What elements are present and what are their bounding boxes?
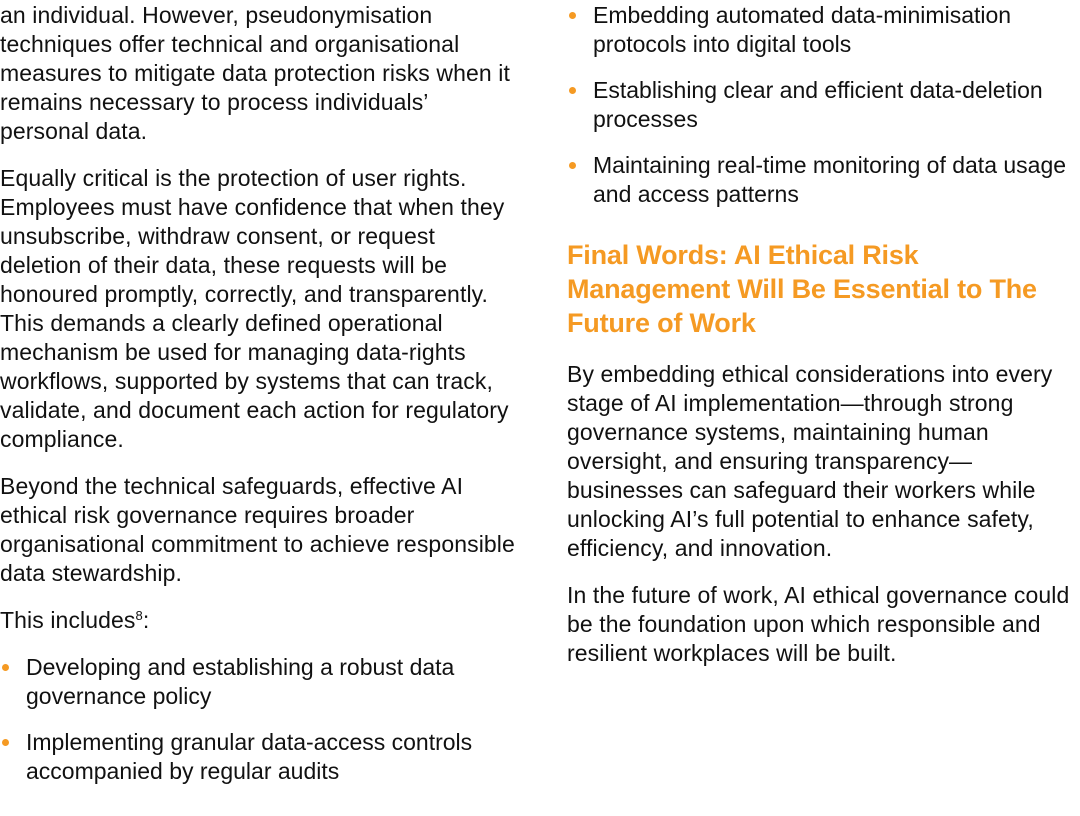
includes-intro-suffix: : [142,607,150,633]
section-heading: Final Words: AI Ethical Risk Management … [567,240,1037,338]
future-of-work-paragraph: In the future of work, AI ethical govern… [567,582,1070,666]
bullet-dot-icon [2,664,9,671]
list-item: Maintaining real-time monitoring of data… [567,151,1080,209]
includes-intro: This includes8: [0,606,520,635]
user-rights-paragraph: Equally critical is the protection of us… [0,165,509,452]
left-bullet-list: Developing and establishing a robust dat… [0,653,520,786]
bullet-dot-icon [569,87,576,94]
list-item: Establishing clear and efficient data-de… [567,76,1080,134]
includes-intro-text: This includes [0,607,136,633]
footnote-reference[interactable]: 8 [135,608,143,623]
list-item-text: Developing and establishing a robust dat… [26,654,455,709]
right-bullet-list: Embedding automated data-minimisation pr… [567,0,1080,209]
governance-commitment-paragraph: Beyond the technical safeguards, effecti… [0,473,515,586]
list-item-text: Establishing clear and efficient data-de… [593,77,1043,132]
list-item-text: Implementing granular data-access contro… [26,729,473,784]
list-item: Embedding automated data-minimisation pr… [567,1,1080,59]
bullet-dot-icon [569,162,576,169]
list-item-text: Maintaining real-time monitoring of data… [593,152,1067,207]
bullet-dot-icon [2,739,9,746]
list-item: Developing and establishing a robust dat… [0,653,520,711]
final-words-paragraph: By embedding ethical considerations into… [567,361,1053,561]
left-column: an individual. However, pseudonymisation… [0,0,520,803]
right-column: Embedding automated data-minimisation pr… [567,0,1080,686]
bullet-dot-icon [569,12,576,19]
pseudonymisation-paragraph: an individual. However, pseudonymisation… [0,2,510,144]
list-item-text: Embedding automated data-minimisation pr… [593,2,1012,57]
list-item: Implementing granular data-access contro… [0,728,520,786]
